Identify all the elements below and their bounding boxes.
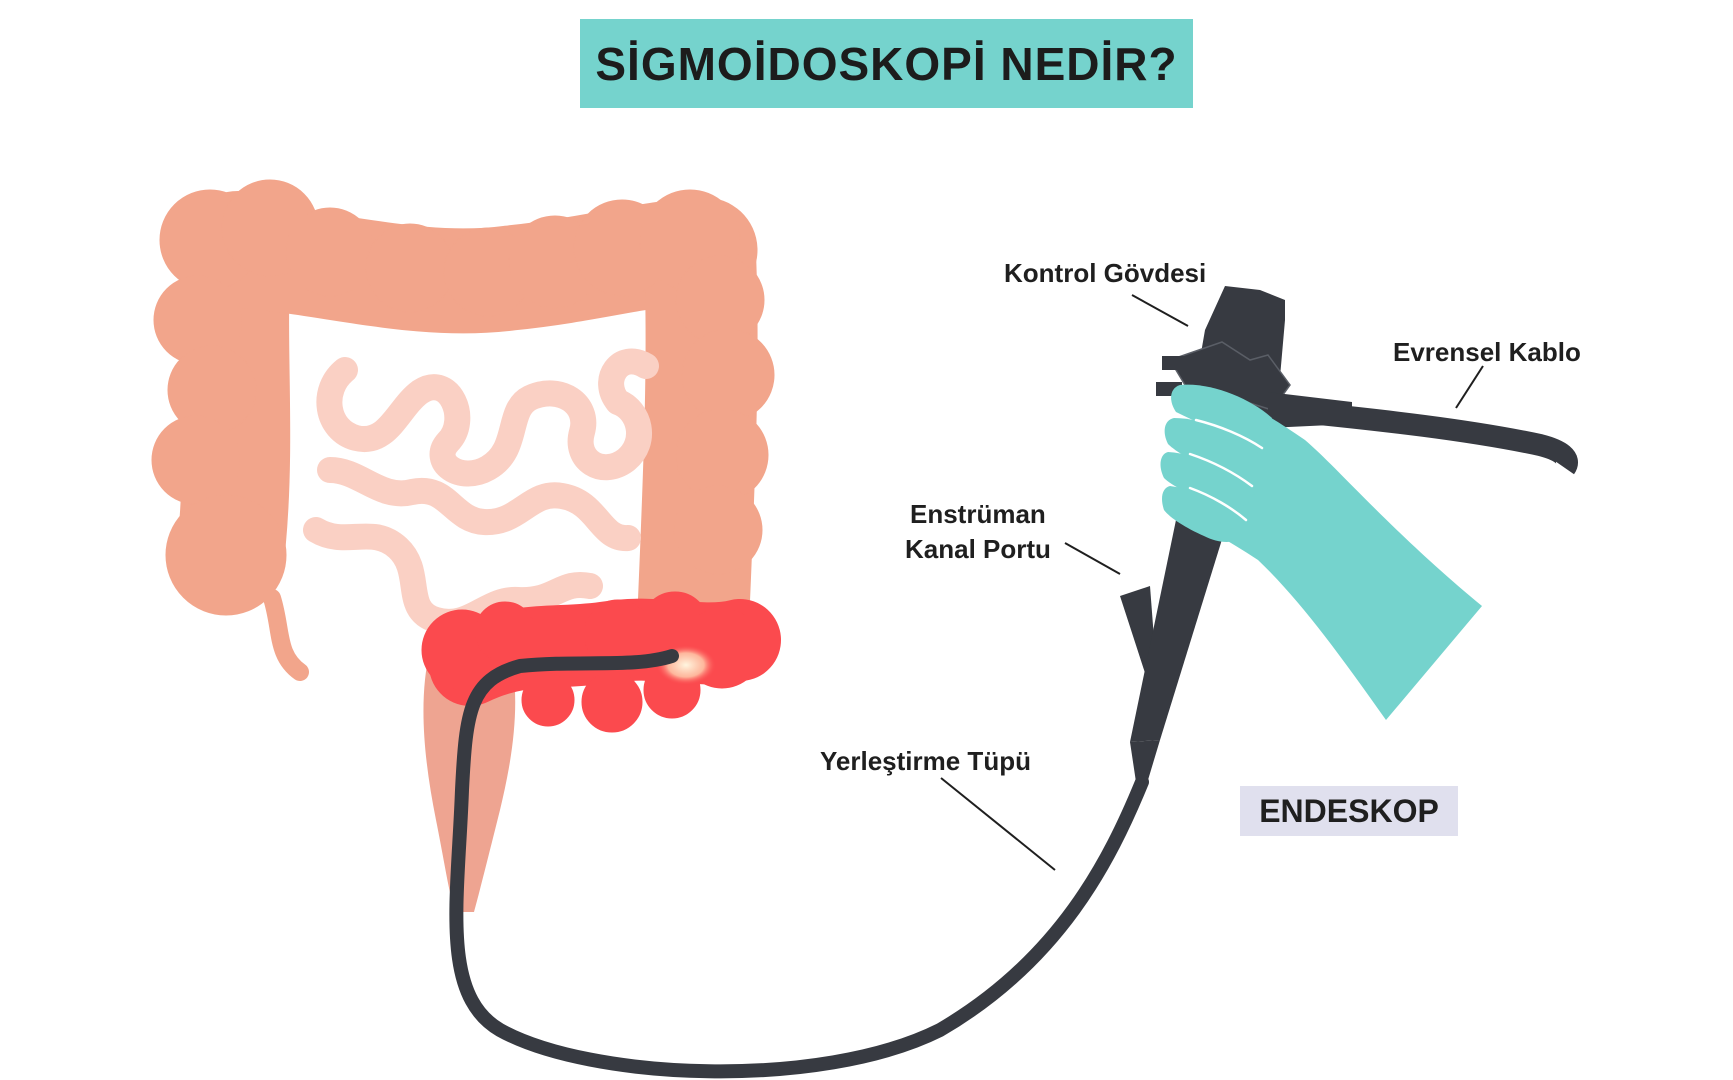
label-instrument-port-line2: Kanal Portu: [905, 534, 1051, 564]
sigmoid-colon: [421, 591, 781, 733]
label-universal-cable: Evrensel Kablo: [1393, 337, 1581, 367]
instrument-channel-port: [1120, 586, 1156, 676]
scope-handle: [1130, 520, 1228, 742]
label-control-body: Kontrol Gövdesi: [1004, 258, 1207, 288]
device-label-box: ENDESKOP: [1240, 786, 1458, 836]
small-intestine: [303, 348, 659, 635]
scope-shaft: [1130, 740, 1160, 782]
glove-finger-lines: [1188, 418, 1264, 522]
leader-control-body: [1131, 294, 1189, 327]
leader-insertion-tube: [940, 777, 1056, 871]
page-title: SİGMOİDOSKOPİ NEDİR?: [595, 37, 1178, 90]
label-instrument-port-line1: Enstrüman: [910, 499, 1046, 529]
leader-universal-cable: [1455, 365, 1484, 409]
colon: [151, 179, 775, 681]
universal-cable: [1298, 401, 1578, 475]
insertion-tube: [449, 649, 1149, 1079]
leader-lines: [940, 294, 1484, 871]
title-banner: SİGMOİDOSKOPİ NEDİR?: [580, 19, 1193, 108]
label-insertion-tube: Yerleştirme Tüpü: [820, 746, 1031, 776]
device-label: ENDESKOP: [1259, 792, 1439, 829]
gloved-hand: [1160, 384, 1482, 720]
leader-instrument-port: [1064, 542, 1121, 575]
